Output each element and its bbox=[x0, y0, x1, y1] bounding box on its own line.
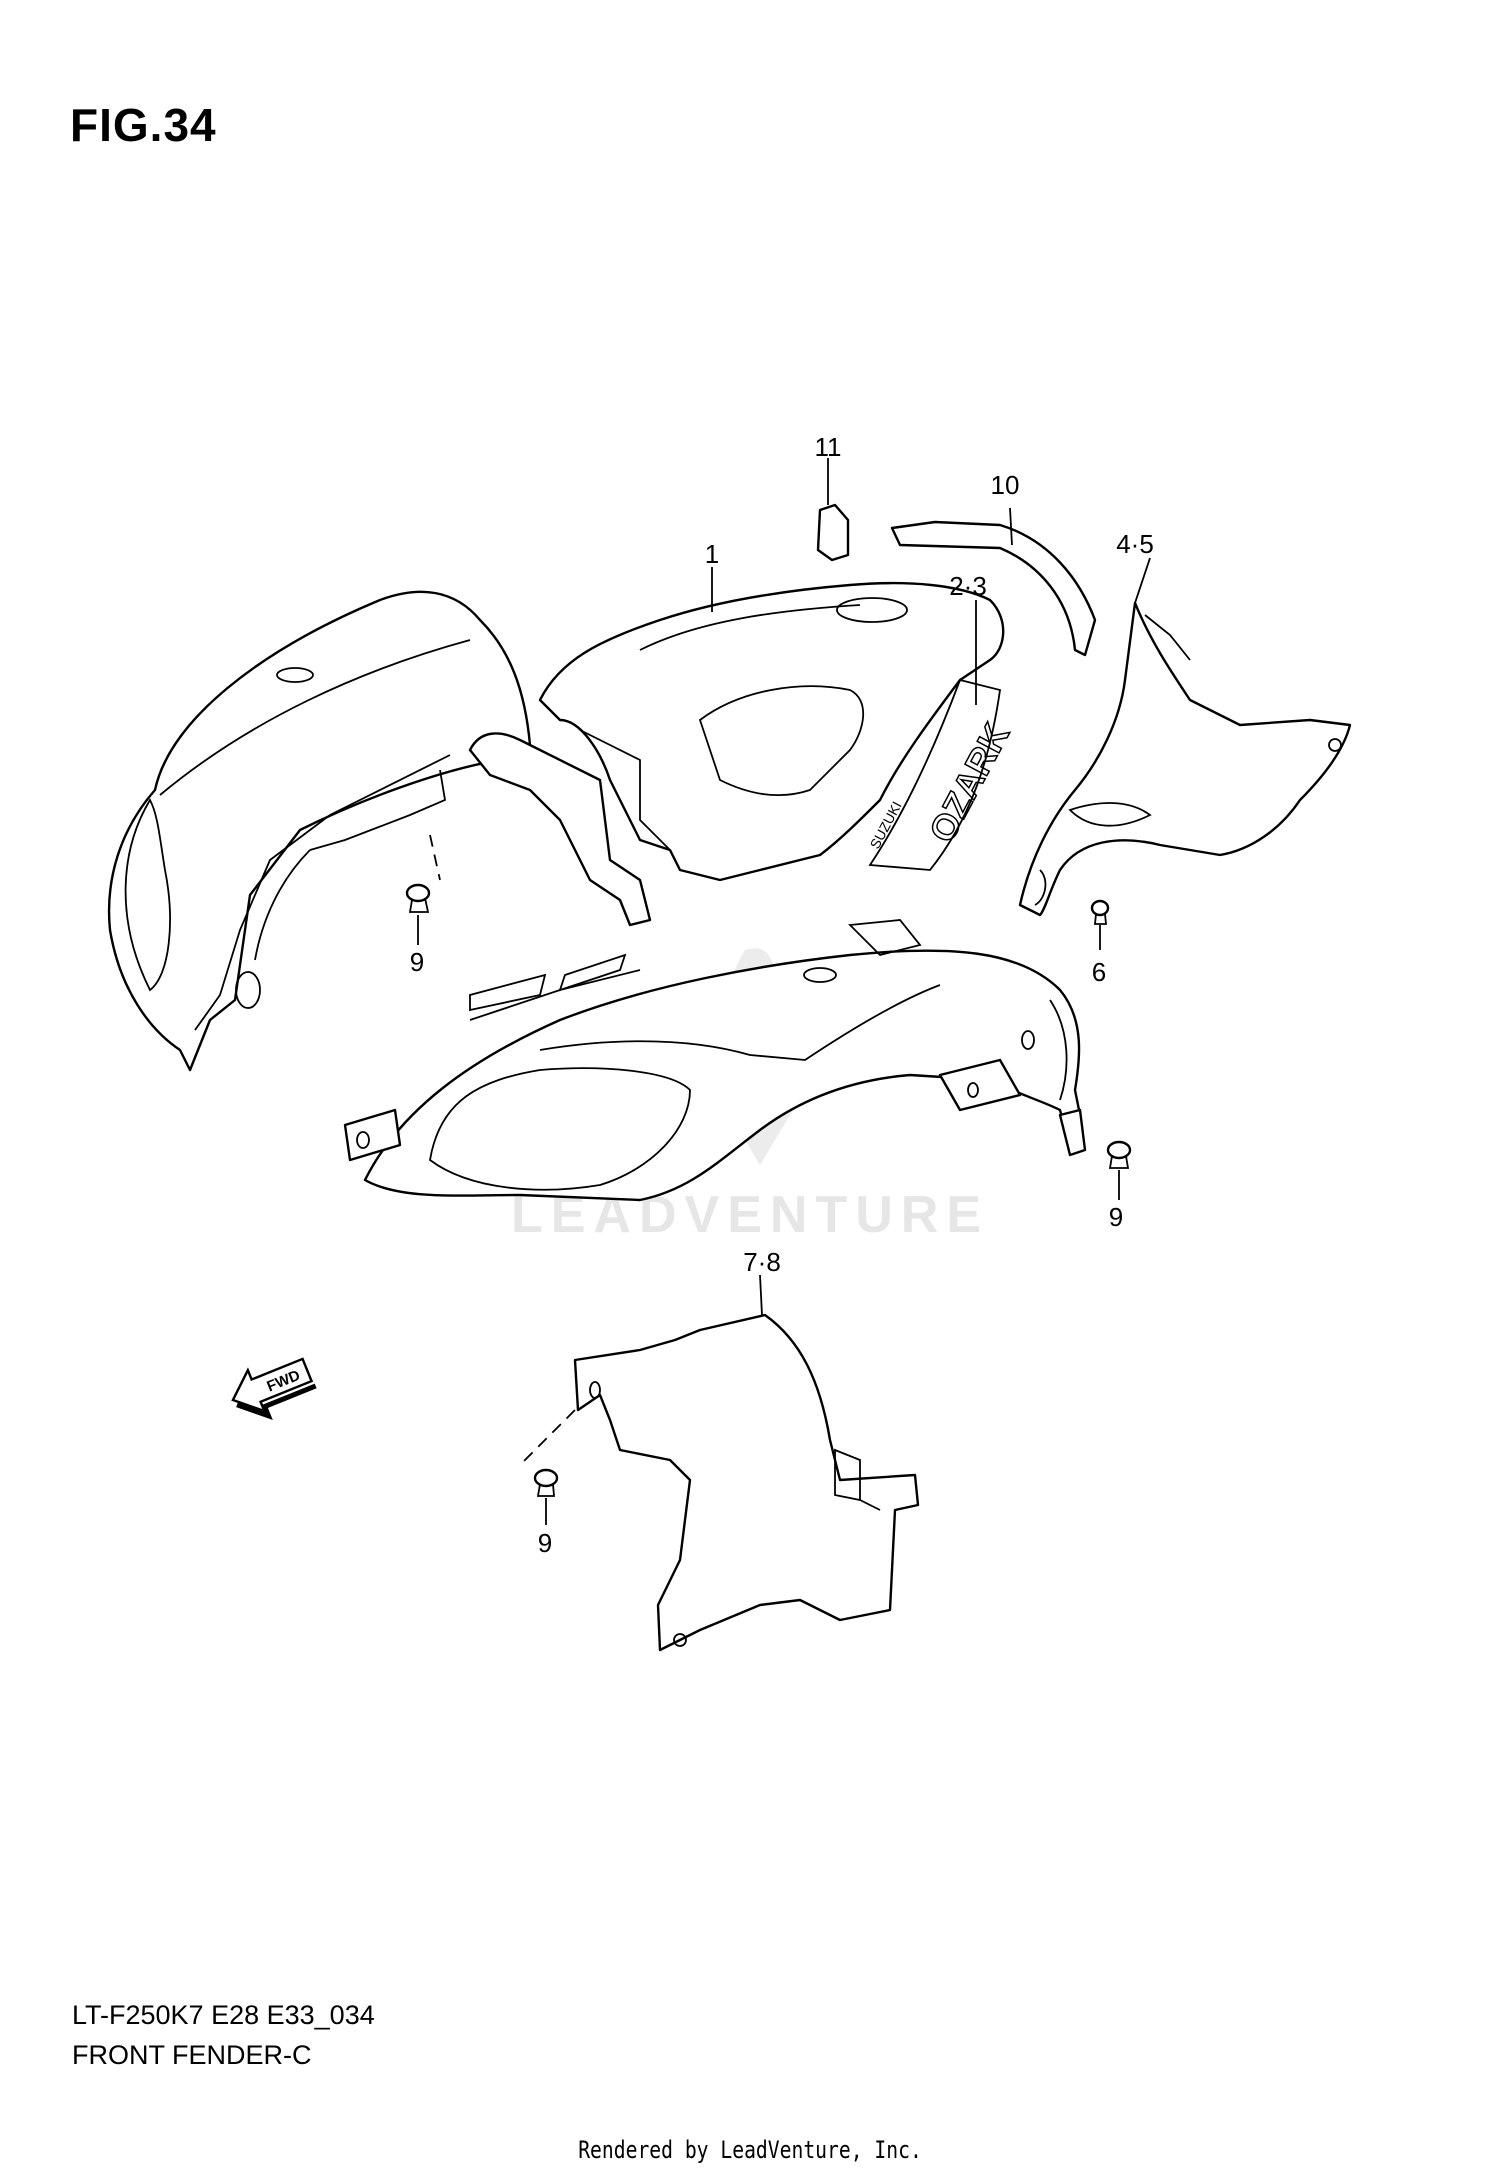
leader-lines bbox=[417, 458, 1151, 1525]
bolt-part-9-left[interactable] bbox=[405, 883, 431, 913]
front-fender-part-1[interactable]: OZARK SUZUKI bbox=[107, 581, 1087, 1202]
callout-10: 10 bbox=[991, 470, 1020, 500]
decal-model-text: OZARK bbox=[921, 716, 1017, 848]
strip-part-10[interactable] bbox=[890, 520, 1097, 657]
splash-guard-part-7-8[interactable] bbox=[573, 1313, 920, 1652]
callout-1: 1 bbox=[705, 539, 719, 569]
callout-11: 11 bbox=[815, 432, 842, 462]
callout-9-lower: 9 bbox=[538, 1528, 552, 1558]
callout-9-right: 9 bbox=[1109, 1202, 1123, 1232]
bolt-part-9-lower[interactable] bbox=[533, 1468, 559, 1497]
side-panel-part-4-5[interactable] bbox=[1018, 601, 1352, 917]
callout-2-3: 2·3 bbox=[949, 571, 987, 601]
callout-6: 6 bbox=[1092, 957, 1106, 987]
cap-part-11[interactable] bbox=[816, 503, 850, 562]
figure-title: FIG.34 bbox=[70, 99, 217, 151]
callout-7-8: 7·8 bbox=[743, 1247, 781, 1277]
bolt-part-9-right[interactable] bbox=[1106, 1140, 1132, 1169]
callout-4-5: 4·5 bbox=[1116, 529, 1154, 559]
fwd-arrow-icon: FWD bbox=[231, 1357, 317, 1421]
callout-9-left: 9 bbox=[410, 947, 424, 977]
model-code: LT-F250K7 E28 E33_034 bbox=[72, 2000, 375, 2030]
bolt-part-6[interactable] bbox=[1090, 899, 1110, 925]
render-credit: Rendered by LeadVenture, Inc. bbox=[578, 2136, 922, 2164]
section-name: FRONT FENDER-C bbox=[72, 2040, 312, 2070]
